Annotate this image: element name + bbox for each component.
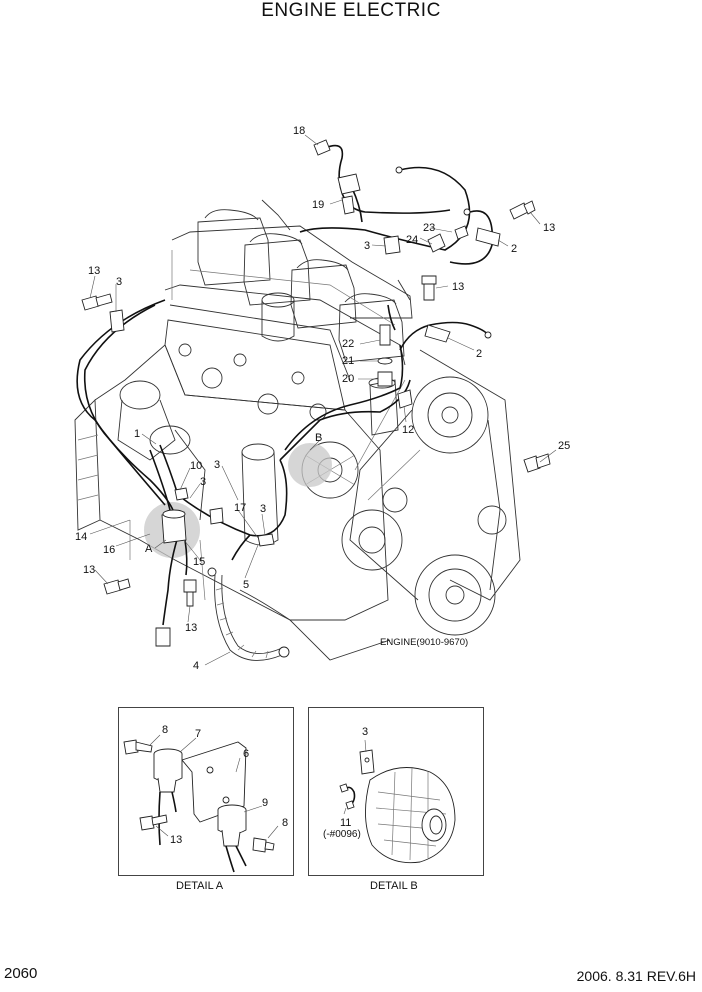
- leader-lines: [89, 134, 557, 666]
- callout-13-top-right: 13: [543, 222, 556, 234]
- callout-5: 5: [243, 579, 250, 591]
- callout-18: 18: [293, 125, 306, 137]
- callout-13-lower-left: 13: [83, 564, 96, 576]
- detail-a-caption: DETAIL A: [176, 880, 224, 892]
- callout-10: 10: [190, 460, 203, 472]
- callout-19: 19: [312, 199, 325, 211]
- callout-13-lower: 13: [185, 622, 198, 634]
- callout-22: 22: [342, 338, 355, 350]
- detail-b-caption: DETAIL B: [370, 880, 418, 892]
- callout-21: 21: [342, 355, 355, 367]
- callout-1: 1: [134, 428, 141, 440]
- engine-model-label: ENGINE(9010-9670): [380, 637, 469, 648]
- callout-2-right: 2: [476, 348, 483, 360]
- detail-a-callout-8-left: 8: [162, 724, 169, 736]
- callout-12: 12: [402, 424, 415, 436]
- callout-13-mid-right: 13: [452, 281, 465, 293]
- callout-b: B: [315, 432, 323, 444]
- callout-25: 25: [558, 440, 571, 452]
- detail-b-callout-3: 3: [362, 726, 369, 738]
- wiring-harness: [76, 144, 494, 661]
- page-number: 2060: [4, 965, 38, 982]
- callout-3-left: 3: [116, 276, 123, 288]
- detail-b-panel: [308, 707, 484, 876]
- callout-17: 17: [234, 502, 247, 514]
- detail-a-callout-8-right: 8: [282, 817, 289, 829]
- callout-16: 16: [103, 544, 116, 556]
- detail-a-callout-13: 13: [170, 834, 183, 846]
- callout-4: 4: [193, 660, 200, 672]
- page-title: ENGINE ELECTRIC: [261, 0, 441, 21]
- detail-a-callout-6: 6: [243, 748, 250, 760]
- detail-b-highlight: [288, 443, 332, 487]
- callout-3-mid-b: 3: [214, 459, 221, 471]
- callout-14: 14: [75, 531, 88, 543]
- detail-b-callout-11: 11: [340, 817, 352, 829]
- detail-a-callout-9: 9: [262, 797, 269, 809]
- callout-15: 15: [193, 556, 206, 568]
- revision-label: 2006. 8.31 REV.6H: [576, 968, 696, 984]
- detail-a-drawing: [123, 734, 279, 873]
- callout-3-top: 3: [364, 240, 371, 252]
- callout-a: A: [145, 543, 153, 555]
- callout-13-left: 13: [88, 265, 101, 277]
- callout-2-top: 2: [511, 243, 518, 255]
- detail-b-drawing: [339, 739, 456, 864]
- detail-b-serial-note: (-#0096): [323, 829, 361, 840]
- callout-24: 24: [406, 234, 419, 246]
- hardware-parts: [81, 139, 551, 647]
- callout-3-mid-c: 3: [260, 503, 267, 515]
- engine-block-drawing: [74, 199, 521, 661]
- callout-23: 23: [423, 222, 436, 234]
- callout-3-mid-a: 3: [200, 476, 207, 488]
- callout-20: 20: [342, 373, 355, 385]
- detail-a-panel: [118, 707, 294, 876]
- detail-a-callout-7: 7: [195, 728, 202, 740]
